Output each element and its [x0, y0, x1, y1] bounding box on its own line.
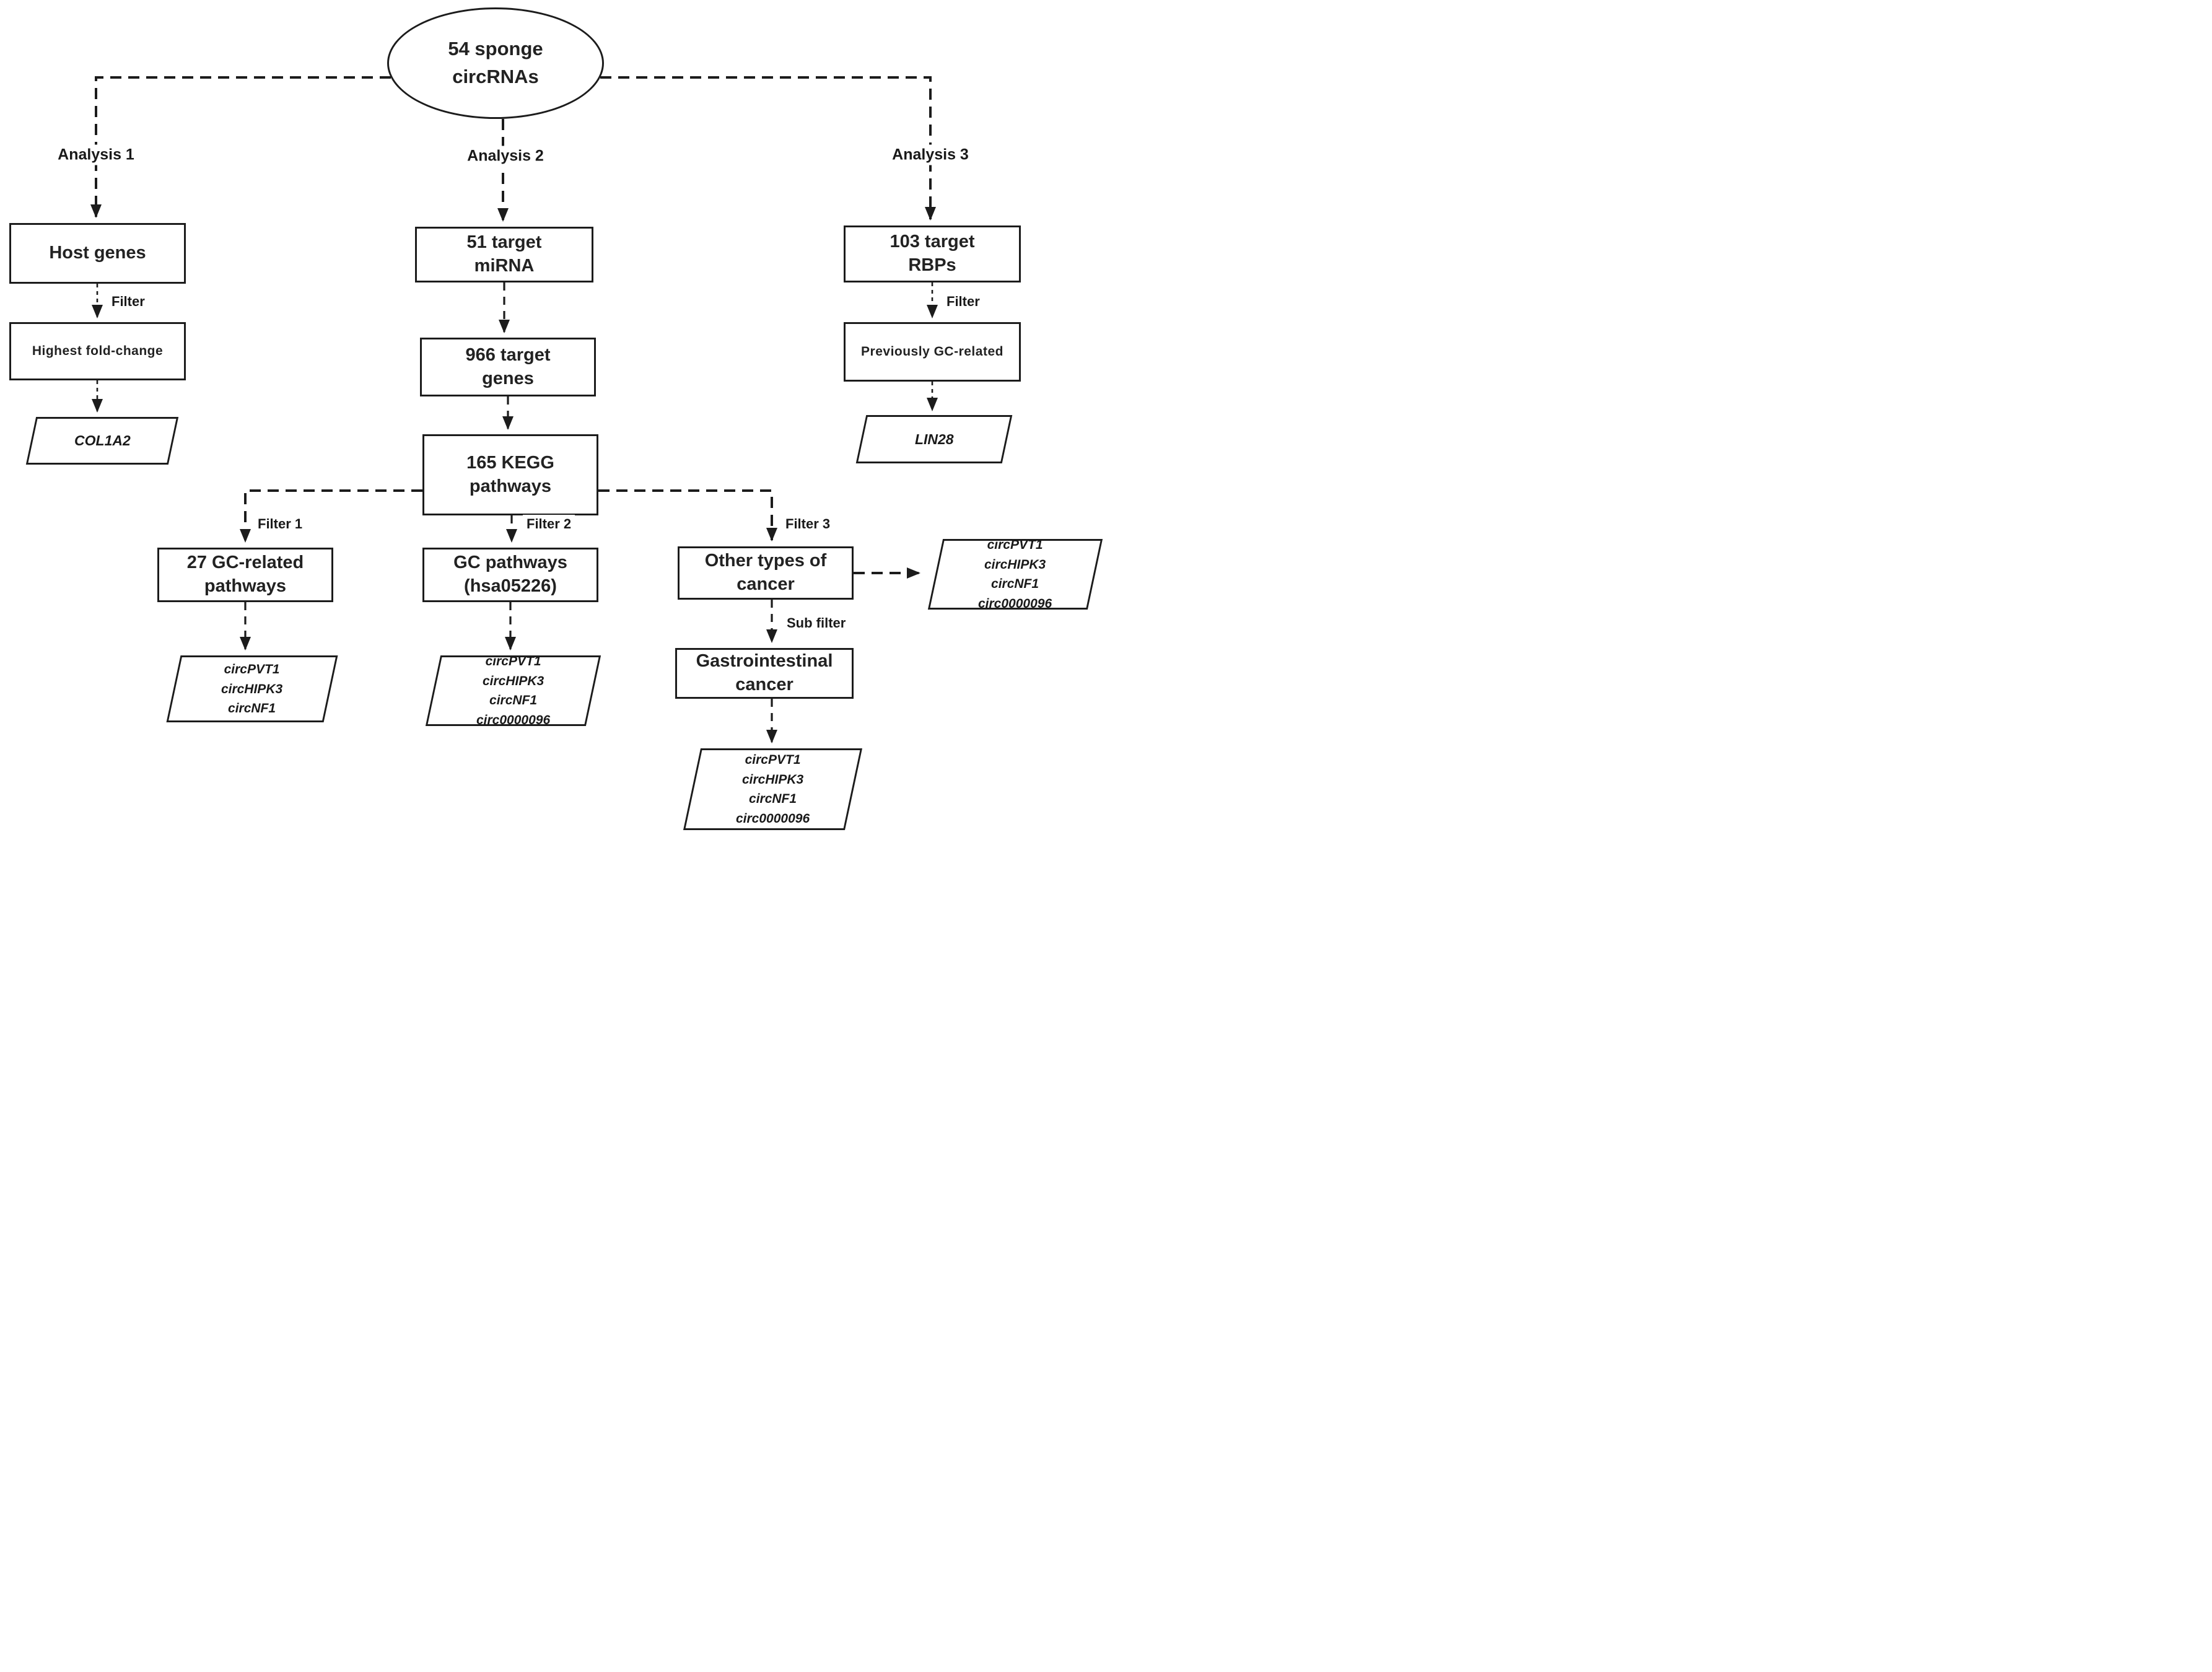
col1a2-parallelogram: COL1A2	[25, 417, 179, 465]
filter2-result-genes: circPVT1 circHIPK3 circNF1 circ0000096	[476, 654, 551, 727]
filter3-label: Filter 3	[782, 515, 834, 533]
sub-filter-label: Sub filter	[783, 614, 850, 632]
analysis3-label: Analysis 3	[888, 144, 973, 165]
edges-layer	[90, 76, 938, 743]
filter1-result-genes: circPVT1 circHIPK3 circNF1	[221, 662, 283, 716]
root-ellipse: 54 sponge circRNAs	[387, 7, 604, 119]
edge-root-to-analysis3	[600, 76, 936, 221]
highest-fold-change-box: Highest fold-change	[9, 322, 186, 380]
gc-related-pathways-box: 27 GC-related pathways	[157, 548, 333, 602]
other-cancer-side-parallelogram: circPVT1 circHIPK3 circNF1 circ0000096	[927, 538, 1103, 611]
lin28-label: LIN28	[914, 431, 954, 447]
target-genes-box: 966 target genes	[420, 338, 596, 396]
flowchart-canvas: 54 sponge circRNAs Analysis 1 Analysis 2…	[0, 0, 1106, 836]
gastrointestinal-result-parallelogram: circPVT1 circHIPK3 circNF1 circ0000096	[683, 748, 863, 830]
edge-kegg-to-filter3	[598, 489, 777, 541]
other-cancer-side-genes: circPVT1 circHIPK3 circNF1 circ0000096	[978, 538, 1052, 611]
gastrointestinal-result-genes: circPVT1 circHIPK3 circNF1 circ0000096	[735, 753, 810, 826]
gastrointestinal-cancer-box: Gastrointestinal cancer	[675, 648, 854, 699]
kegg-pathways-box: 165 KEGG pathways	[422, 434, 598, 515]
filter1-result-parallelogram: circPVT1 circHIPK3 circNF1	[166, 655, 338, 722]
filter2-result-parallelogram: circPVT1 circHIPK3 circNF1 circ0000096	[425, 654, 601, 727]
previously-gc-related-box: Previously GC-related	[844, 322, 1021, 382]
lin28-parallelogram: LIN28	[855, 415, 1013, 463]
edge-root-to-analysis1	[90, 76, 391, 218]
col1a2-label: COL1A2	[74, 432, 131, 449]
filter1-label: Filter 1	[254, 515, 307, 533]
filter2-label: Filter 2	[523, 515, 575, 533]
target-mirna-box: 51 target miRNA	[415, 227, 593, 282]
other-cancer-box: Other types of cancer	[678, 546, 854, 600]
target-rbps-box: 103 target RBPs	[844, 225, 1021, 282]
host-genes-box: Host genes	[9, 223, 186, 284]
filter-label-analysis1: Filter	[108, 292, 149, 311]
gc-pathways-box: GC pathways (hsa05226)	[422, 548, 598, 602]
filter-label-analysis3: Filter	[943, 292, 984, 311]
edge-kegg-to-filter1	[240, 489, 422, 543]
analysis2-label: Analysis 2	[463, 146, 548, 167]
analysis1-label: Analysis 1	[54, 144, 138, 165]
